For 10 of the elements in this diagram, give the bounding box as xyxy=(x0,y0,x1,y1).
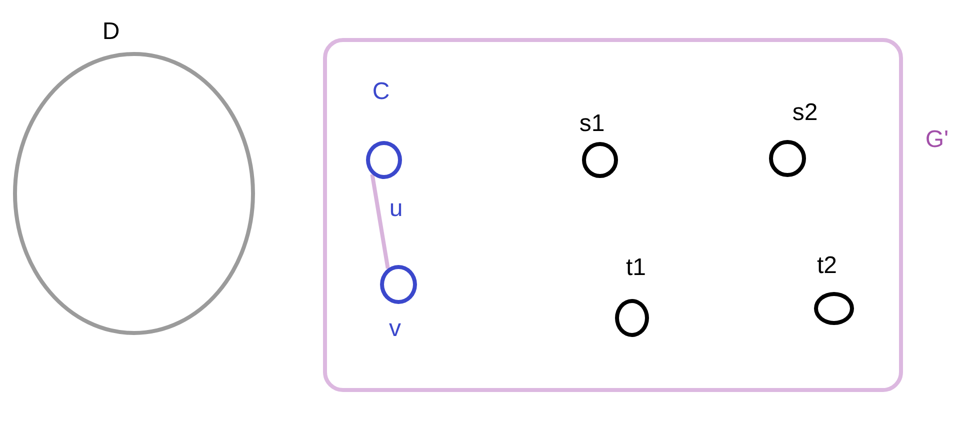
vertex-label: t1 xyxy=(626,256,646,280)
component-label: C xyxy=(372,80,390,104)
graph-label: G' xyxy=(925,128,949,152)
connecting-line xyxy=(370,174,390,269)
vertex-label: s2 xyxy=(792,101,818,125)
vertex-label: u xyxy=(389,197,403,221)
set-label: D xyxy=(102,20,120,44)
vertex-label: v xyxy=(389,317,401,341)
vertex-label: s1 xyxy=(579,112,605,136)
vertex-label: t2 xyxy=(817,254,837,278)
